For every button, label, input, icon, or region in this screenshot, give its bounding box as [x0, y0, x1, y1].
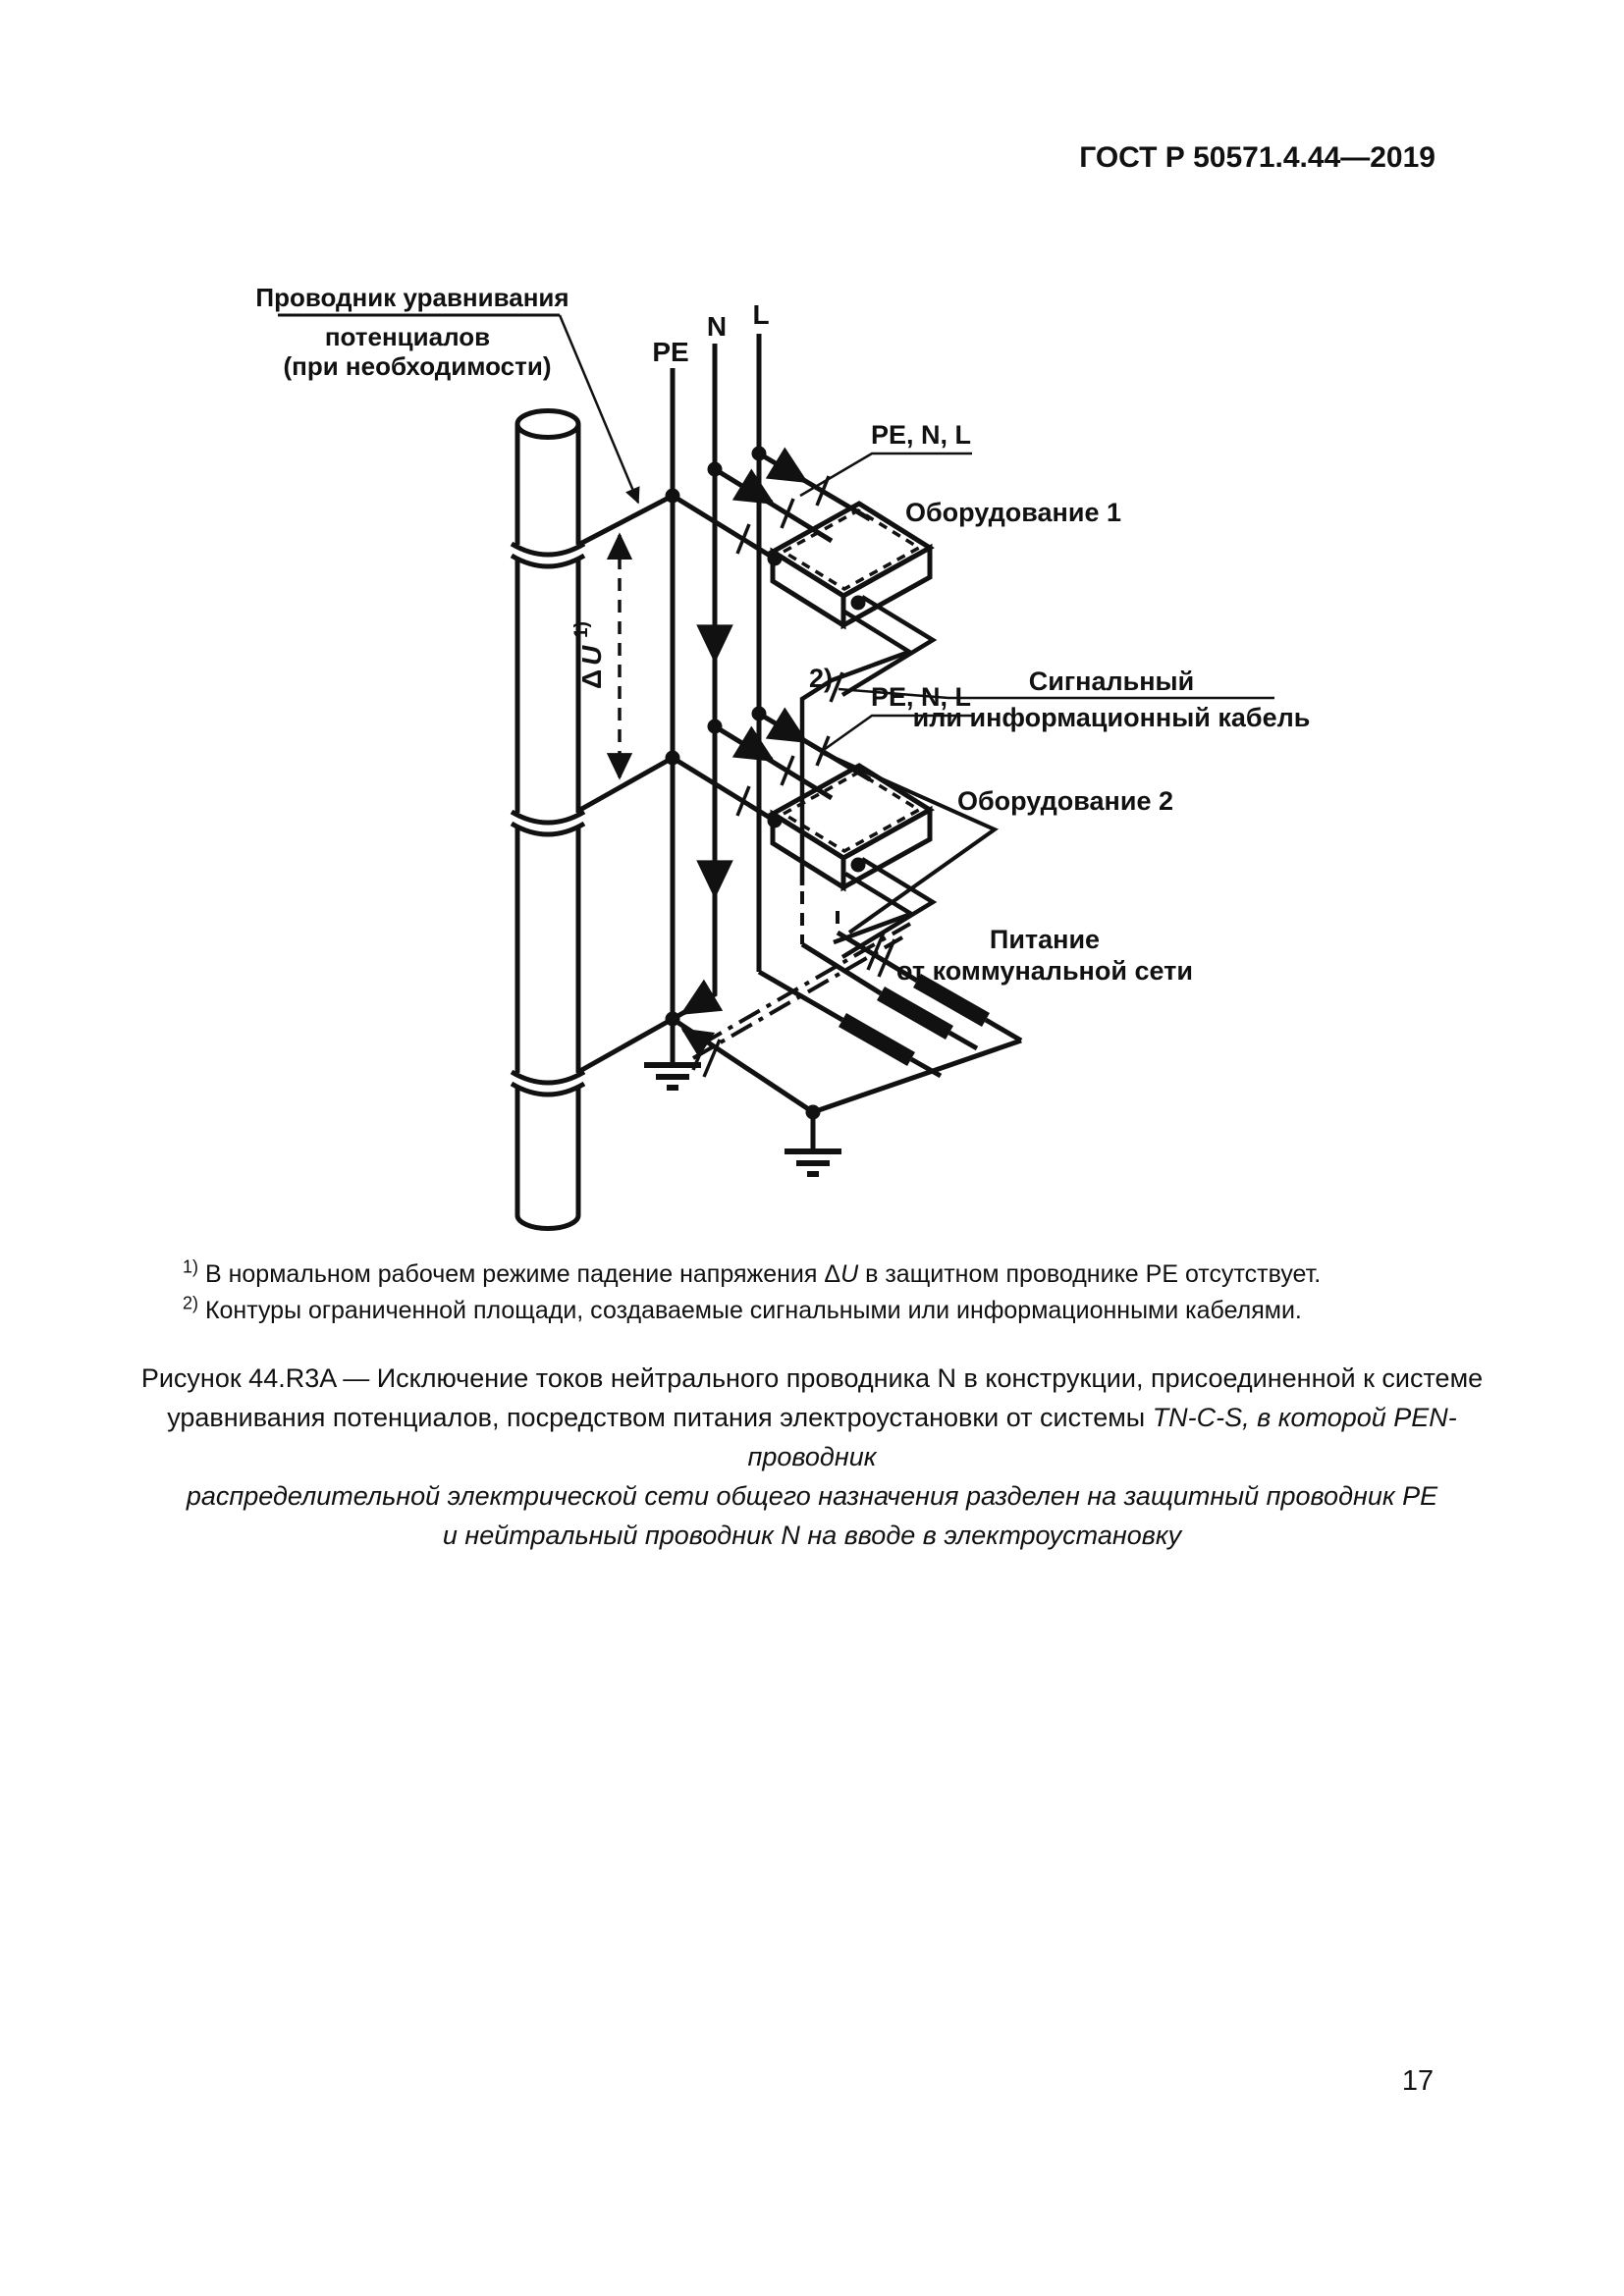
equipment2-box: [768, 763, 935, 892]
bonding-conductors: Δ U 1): [571, 493, 675, 1075]
footnote-2: 2) Контуры ограниченной площади, создава…: [183, 1293, 1489, 1329]
bonding-label-line2: потенциалов: [325, 322, 490, 351]
l-label: L: [752, 299, 769, 330]
riser-conductors: PE N L: [652, 299, 770, 1021]
signal-cable: Сигнальный или информационный кабель 2): [799, 595, 1311, 885]
footnote-2-text: Контуры ограниченной площади, создаваемы…: [198, 1297, 1302, 1324]
earth-symbol-installation: [644, 1019, 701, 1091]
footnotes: 1) В нормальном рабочем режиме падение н…: [183, 1256, 1489, 1329]
supply-label-line1: Питание: [990, 925, 1100, 954]
delta-u-footnote-ref: 1): [571, 621, 592, 638]
footnote-2-ref: 2): [183, 1293, 199, 1313]
delta-u-label: Δ U 1): [571, 621, 607, 689]
equipment1-box: [768, 501, 935, 630]
figure-caption: Рисунок 44.R3A — Исключение токов нейтра…: [105, 1359, 1519, 1555]
footnote-1: 1) В нормальном рабочем режиме падение н…: [183, 1256, 1489, 1293]
footnote-1-symbol: U: [840, 1260, 859, 1288]
supply-network: Питание от коммунальной сети: [671, 891, 1193, 1115]
document-header: ГОСТ Р 50571.4.44—2019: [1079, 141, 1435, 174]
pen-route-line: [699, 922, 912, 1046]
caption-line3: распределительной электрической сети общ…: [186, 1481, 1438, 1511]
bonding-label-line3: (при необходимости): [283, 351, 551, 381]
caption-line1: Рисунок 44.R3A — Исключение токов нейтра…: [140, 1363, 1484, 1393]
pole-joint-ring: [510, 1068, 586, 1097]
cable-bundle-1-leader: [799, 452, 972, 498]
caption-line2-regular: уравнивания потенциалов, посредством пит…: [167, 1403, 1153, 1432]
signal-cable-label-line1: Сигнальный: [1029, 667, 1194, 696]
bonding-conductor-label: Проводник уравнивания потенциалов (при н…: [255, 283, 640, 505]
limited-area-loop: [820, 750, 1000, 934]
footnote-1-text-b: в защитном проводнике PE отсутствует.: [858, 1260, 1322, 1288]
connection-dots: [665, 446, 866, 1120]
caption-line4: и нейтральный проводник N на вводе в эле…: [442, 1521, 1182, 1550]
signal-cable-2: [833, 857, 938, 959]
supply-label-line2: от коммунальной сети: [896, 956, 1193, 986]
structure-pole: [510, 408, 586, 1231]
loop-footnote-ref: 2): [809, 664, 833, 693]
cable-bundle-2-leader: [820, 714, 972, 754]
delta-u-symbol: U: [576, 645, 607, 666]
bonding-label-leader: [558, 314, 640, 505]
pole-joint-ring: [510, 808, 586, 837]
pe-label: PE: [652, 337, 688, 367]
cable-bundle-1-label: PE, N, L: [871, 420, 971, 450]
cable-bundle-1: PE, N, L: [671, 420, 972, 561]
delta-symbol: Δ: [576, 669, 607, 689]
pen-route-line: [691, 935, 904, 1060]
break-mark: [866, 932, 886, 971]
bonding-label-line1: Проводник уравнивания: [255, 283, 568, 312]
equipment1-label: Оборудование 1: [905, 498, 1121, 527]
signal-cable-label-line2: или информационный кабель: [913, 703, 1311, 732]
cable-bundle-2: PE, N, L: [671, 682, 1000, 934]
page-number: 17: [1401, 2065, 1435, 2097]
caption-line2-italic: TN-C-S, в которой PEN-проводник: [747, 1403, 1457, 1471]
pole-joint-ring: [510, 540, 586, 569]
cable-bundle-2-label: PE, N, L: [871, 682, 971, 712]
n-label: N: [707, 311, 727, 342]
signal-cable-leader: [838, 687, 1274, 700]
n-current-arrow: [679, 979, 724, 1016]
break-mark: [877, 938, 896, 978]
caption-line2: уравнивания потенциалов, посредством пит…: [105, 1398, 1519, 1476]
earth-symbol-network: [785, 1112, 841, 1177]
footnote-1-text-a: В нормальном рабочем режиме падение напр…: [198, 1260, 841, 1288]
equipment2-label: Оборудование 2: [957, 786, 1173, 816]
footnote-1-ref: 1): [183, 1256, 199, 1277]
n-riser: [673, 344, 718, 1021]
